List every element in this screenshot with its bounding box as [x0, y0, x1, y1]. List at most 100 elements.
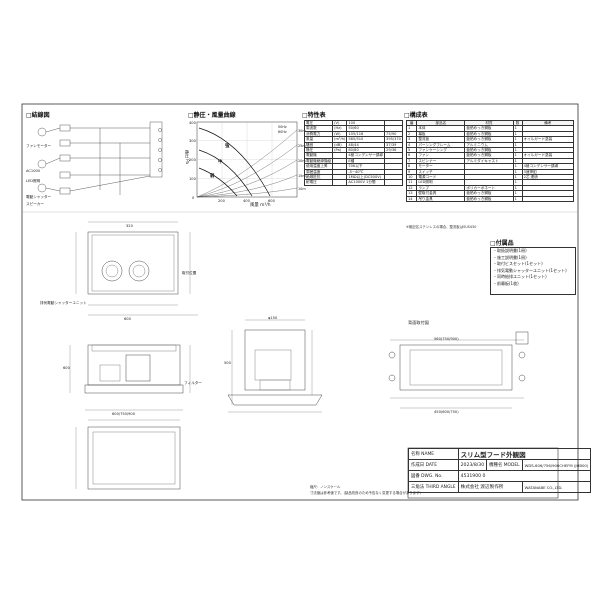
characteristics-cell: 電動機絶縁階級	[303, 157, 334, 165]
characteristics-cell: (m³/h)	[332, 136, 348, 143]
composition-cell: 10	[405, 174, 418, 181]
chart-y-tick-300: 300	[189, 139, 196, 143]
composition-header-cell: 備考	[521, 119, 575, 127]
composition-cell: 亜鉛めっき鋼板	[464, 190, 514, 197]
tb-drawing-no-value: 4531900 0	[457, 470, 592, 482]
duct-resistance-curves	[196, 129, 298, 198]
fan-curve-mid	[198, 149, 253, 197]
tb-date-value: 2023/8/30	[457, 459, 488, 471]
accessory-item: ・前幕板(1枚)	[493, 280, 519, 286]
tb-projection-label: 三角法 THIRD ANGLE	[408, 481, 459, 493]
dim-320-label: 320	[126, 224, 133, 228]
wiring-label-fan: ファンモーター	[26, 144, 52, 148]
dim-450-label: 450(600/750)	[434, 410, 459, 414]
front-view-drawing	[69, 344, 191, 411]
chart-x-tick-600: 600	[268, 199, 275, 203]
characteristics-cell: 37/39	[384, 141, 403, 149]
wiring-label-shutter: 電動シャッター	[26, 195, 52, 199]
characteristics-section-title: □特性表	[302, 112, 326, 119]
bottom-note: 寸法値は参考値です。(製品改良のため予告なく変更する場合があります)	[310, 491, 421, 495]
characteristics-row: 耐電圧 AC1000V 1分間	[303, 179, 403, 186]
composition-footnote: ※無記名ステンレスの場合、整流板はSUS430	[406, 225, 477, 229]
composition-cell: 4極コンデンサー誘導	[521, 163, 575, 170]
chart-y-tick-0: 0	[192, 196, 195, 200]
chart-x-axis-label: 風量 m³/h	[250, 203, 271, 208]
characteristics-cell: AC1000V 1分間	[346, 179, 386, 186]
wiring-label-speaker: スピーカー	[26, 202, 44, 206]
height-500-label: 500	[224, 361, 231, 365]
top-view-drawing	[75, 221, 198, 316]
fan-curve-strong	[198, 127, 271, 197]
wiring-label-ac: AC100V	[26, 169, 41, 173]
accessories-list: ・取扱説明書(1冊)・施工説明書(1冊)・取付ビスセット(1セット)・排気電動シ…	[490, 247, 576, 295]
composition-cell: 1	[512, 195, 523, 203]
composition-cell: 11	[405, 179, 418, 186]
composition-cell: 14	[405, 195, 418, 203]
accessory-item: ・同時給排ユニット(1セット)	[493, 274, 547, 280]
chart-curve-weak: 弱	[210, 174, 215, 179]
characteristics-cell	[332, 179, 348, 186]
composition-cell	[521, 195, 575, 203]
pressure-chart	[196, 121, 298, 198]
accessory-item: ・施工説明書(1冊)	[493, 254, 527, 260]
dim-560-label: 560(750/900)	[434, 337, 459, 341]
tb-model-label: 機種名 MODEL	[486, 459, 523, 471]
chart-x-tick-200: 200	[218, 199, 225, 203]
accessories-section-title: □付属品	[490, 240, 514, 247]
composition-cell: 12	[405, 184, 418, 192]
composition-cell: 13	[405, 190, 418, 197]
width-options-label: 600/750/900	[112, 412, 135, 416]
characteristics-cell: (Pa)	[332, 146, 348, 154]
accessory-item: ・取扱説明書(1冊)	[493, 248, 527, 253]
back-view-label: 背面取付図	[408, 320, 429, 325]
height-600-label: 600	[63, 366, 70, 370]
vent-150-label: φ150	[268, 316, 278, 320]
composition-header-cell: 番	[405, 119, 418, 127]
fan-curve-weak	[198, 167, 238, 197]
characteristics-cell: 29/36	[384, 146, 403, 154]
depth-600-label: 600	[124, 317, 131, 321]
composition-cell: オイルガード塗装	[521, 152, 575, 159]
chart-right-tick-4: 15m	[298, 174, 306, 178]
fan-curves	[198, 127, 271, 197]
characteristics-cell: (W)	[332, 130, 348, 138]
characteristics-cell: 耐電圧	[303, 179, 334, 186]
composition-cell: アルミダイキャスト	[464, 157, 514, 165]
chart-grid	[197, 122, 297, 197]
tb-company: 株式会社 渡辺製作所	[457, 481, 523, 493]
characteristics-cell	[384, 179, 403, 186]
chart-right-tick-5: 10m	[298, 187, 306, 191]
wiring-section-title: □結線図	[26, 112, 50, 119]
chart-y-tick-100: 100	[189, 177, 196, 181]
tb-drawing-no-label: 図番 DWG. No.	[408, 470, 459, 482]
composition-cell: 亜鉛めっき鋼板	[464, 136, 514, 143]
chart-curve-mid: 中	[218, 160, 223, 165]
composition-cell: 亜鉛めっき鋼板	[464, 195, 514, 203]
composition-section-title: □構成表	[404, 112, 428, 119]
composition-cell: 吊り金具	[416, 195, 466, 203]
chart-freq-60: 60Hz	[278, 130, 287, 134]
wiring-diagram	[37, 121, 163, 195]
accessory-item: ・排気電動シャッターユニット(1セット)	[493, 267, 567, 273]
bottom-view-drawing	[75, 419, 181, 490]
chart-y-tick-200: 200	[189, 158, 196, 162]
characteristics-cell: 395/370	[384, 136, 403, 143]
wiring-label-led: LED照明	[26, 179, 41, 183]
tb-name-value: スリム型フード外観図	[457, 448, 592, 460]
characteristics-cell: 4極コンデンサー誘導	[346, 152, 386, 159]
composition-cell: 亜鉛めっき鋼板	[464, 125, 514, 132]
sheet-frame	[21, 103, 579, 501]
characteristics-cell: 75/90	[384, 130, 403, 138]
chart-y-axis-label: 静圧 Pa	[185, 150, 190, 164]
tb-name-label: 名称 NAME	[408, 448, 459, 460]
ratio-note: 縮尺：ノンスケール	[310, 485, 341, 489]
